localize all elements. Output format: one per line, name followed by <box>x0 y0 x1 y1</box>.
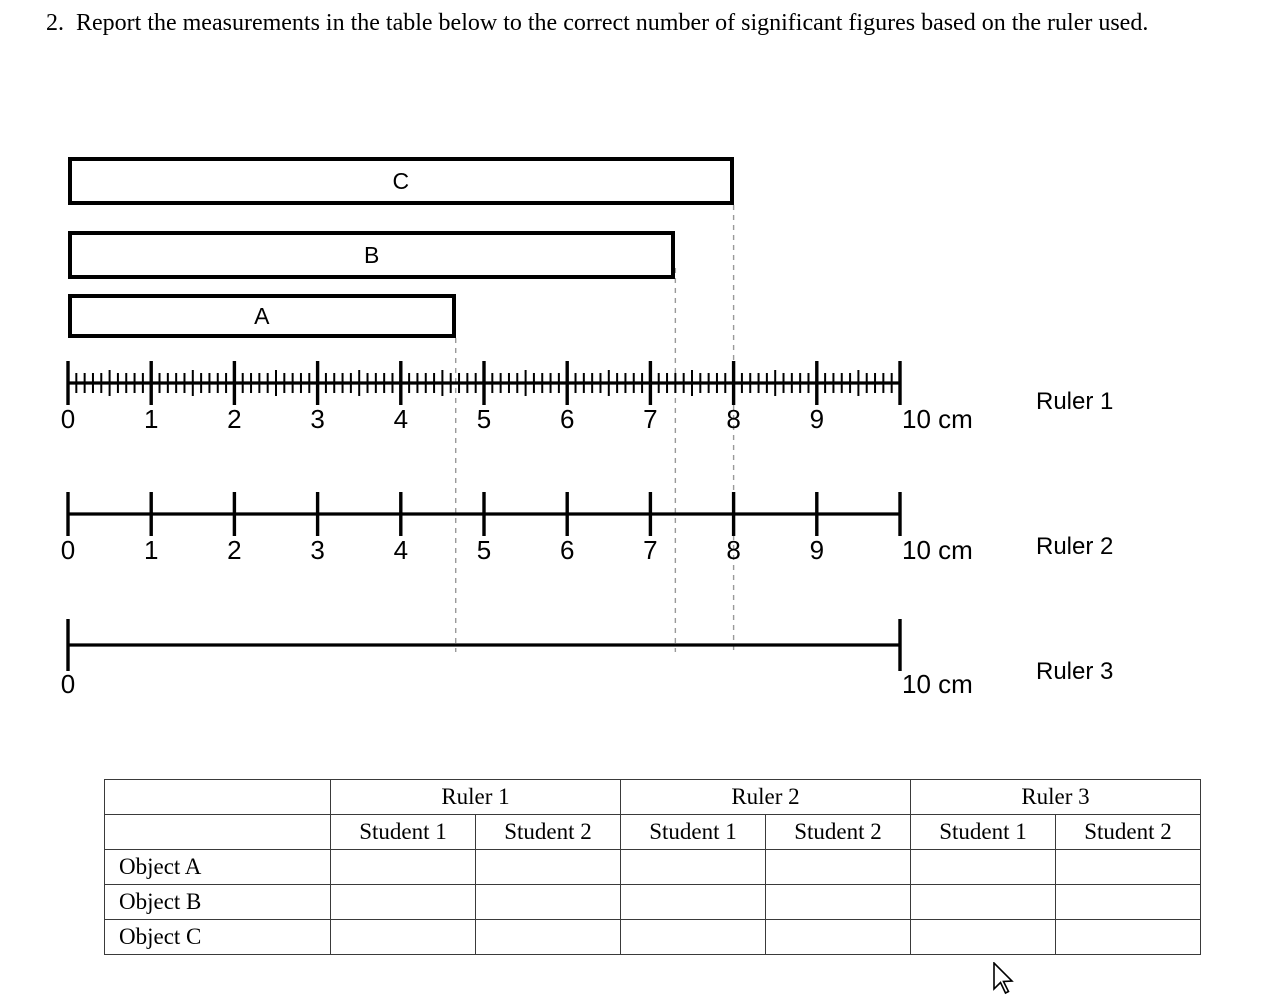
object-bar-b: B <box>68 231 676 279</box>
cell-object-a-r1-s1[interactable] <box>330 849 476 885</box>
table-header-r1-student-1: Student 1 <box>330 814 476 850</box>
ruler-1-tick-label-6: 6 <box>559 404 575 434</box>
ruler-1-tick-label-10: 10 cm <box>902 404 973 434</box>
ruler-name-2: Ruler 2 <box>1036 533 1114 560</box>
table-header-row-students: Student 1 Student 2 Student 1 Student 2 … <box>104 814 1201 850</box>
ruler-3-tick-label-10: 10 cm <box>902 669 973 699</box>
object-bar-label-a: A <box>254 302 270 329</box>
ruler-2-tick-label-9: 9 <box>809 535 825 565</box>
table-group-header-ruler-3: Ruler 3 <box>910 779 1201 815</box>
ruler-2-tick-label-6: 6 <box>559 535 575 565</box>
cell-object-c-r3-s1[interactable] <box>910 919 1056 955</box>
table-header-r3-student-1: Student 1 <box>910 814 1056 850</box>
table-group-header-ruler-2: Ruler 2 <box>620 779 911 815</box>
ruler-2-tick-label-10: 10 cm <box>902 535 973 565</box>
ruler-1-tick-label-9: 9 <box>809 404 825 434</box>
ruler-name-3: Ruler 3 <box>1036 658 1114 685</box>
cell-object-c-r2-s1[interactable] <box>620 919 766 955</box>
question-prompt: 2. Report the measurements in the table b… <box>46 8 1206 39</box>
table-row: Object C <box>104 919 1201 955</box>
table-header-r3-student-2: Student 2 <box>1055 814 1201 850</box>
cell-object-a-r2-s2[interactable] <box>765 849 911 885</box>
table-row: Object B <box>104 884 1201 920</box>
ruler-2-tick-label-2: 2 <box>227 535 242 565</box>
ruler-2-tick-label-4: 4 <box>393 535 409 565</box>
ruler-2-tick-label-0: 0 <box>60 535 76 565</box>
ruler-1-tick-label-4: 4 <box>393 404 409 434</box>
cell-object-a-r1-s2[interactable] <box>475 849 621 885</box>
ruler-2-tick-label-8: 8 <box>726 535 741 565</box>
object-bar-label-c: C <box>392 167 410 194</box>
table-header-row-rulers: Ruler 1 Ruler 2 Ruler 3 <box>104 779 1201 815</box>
question-number: 2. <box>46 10 64 36</box>
object-bar-c: C <box>68 157 734 205</box>
table-row-label-object-a: Object A <box>104 849 331 885</box>
cell-object-b-r3-s2[interactable] <box>1055 884 1201 920</box>
object-bar-a: A <box>68 294 456 338</box>
table-corner-cell-2 <box>104 814 331 850</box>
ruler-1-tick-label-2: 2 <box>227 404 242 434</box>
cell-object-b-r3-s1[interactable] <box>910 884 1056 920</box>
table-row-label-object-b: Object B <box>104 884 331 920</box>
cell-object-b-r1-s1[interactable] <box>330 884 476 920</box>
ruler-3-tick-label-0: 0 <box>60 669 76 699</box>
cell-object-c-r1-s1[interactable] <box>330 919 476 955</box>
ruler-name-1: Ruler 1 <box>1036 388 1114 415</box>
cell-object-c-r1-s2[interactable] <box>475 919 621 955</box>
table-row: Object A <box>104 849 1201 885</box>
ruler-1-tick-label-1: 1 <box>143 404 159 434</box>
ruler-1-tick-label-7: 7 <box>643 404 658 434</box>
ruler-1-tick-label-0: 0 <box>60 404 76 434</box>
object-bar-label-b: B <box>364 241 380 268</box>
table-corner-cell <box>104 779 331 815</box>
ruler-2-tick-label-1: 1 <box>143 535 159 565</box>
question-text: Report the measurements in the table bel… <box>76 10 1149 36</box>
cell-object-c-r3-s2[interactable] <box>1055 919 1201 955</box>
table-group-header-ruler-1: Ruler 1 <box>330 779 621 815</box>
cell-object-b-r1-s2[interactable] <box>475 884 621 920</box>
cell-object-b-r2-s2[interactable] <box>765 884 911 920</box>
ruler-2-tick-label-5: 5 <box>476 535 492 565</box>
ruler-1-tick-label-3: 3 <box>310 404 325 434</box>
ruler-1-tick-label-5: 5 <box>476 404 492 434</box>
cell-object-a-r2-s1[interactable] <box>620 849 766 885</box>
table-row-label-object-c: Object C <box>104 919 331 955</box>
table-header-r1-student-2: Student 2 <box>475 814 621 850</box>
cell-object-b-r2-s1[interactable] <box>620 884 766 920</box>
table-header-r2-student-1: Student 1 <box>620 814 766 850</box>
cell-object-a-r3-s2[interactable] <box>1055 849 1201 885</box>
ruler-2-tick-label-7: 7 <box>643 535 658 565</box>
table-header-r2-student-2: Student 2 <box>765 814 911 850</box>
mouse-cursor-icon <box>993 962 1014 995</box>
cell-object-c-r2-s2[interactable] <box>765 919 911 955</box>
ruler-1-tick-label-8: 8 <box>726 404 741 434</box>
cell-object-a-r3-s1[interactable] <box>910 849 1056 885</box>
measurement-table: Ruler 1 Ruler 2 Ruler 3 Student 1 Studen… <box>104 779 1201 955</box>
ruler-2-tick-label-3: 3 <box>310 535 325 565</box>
